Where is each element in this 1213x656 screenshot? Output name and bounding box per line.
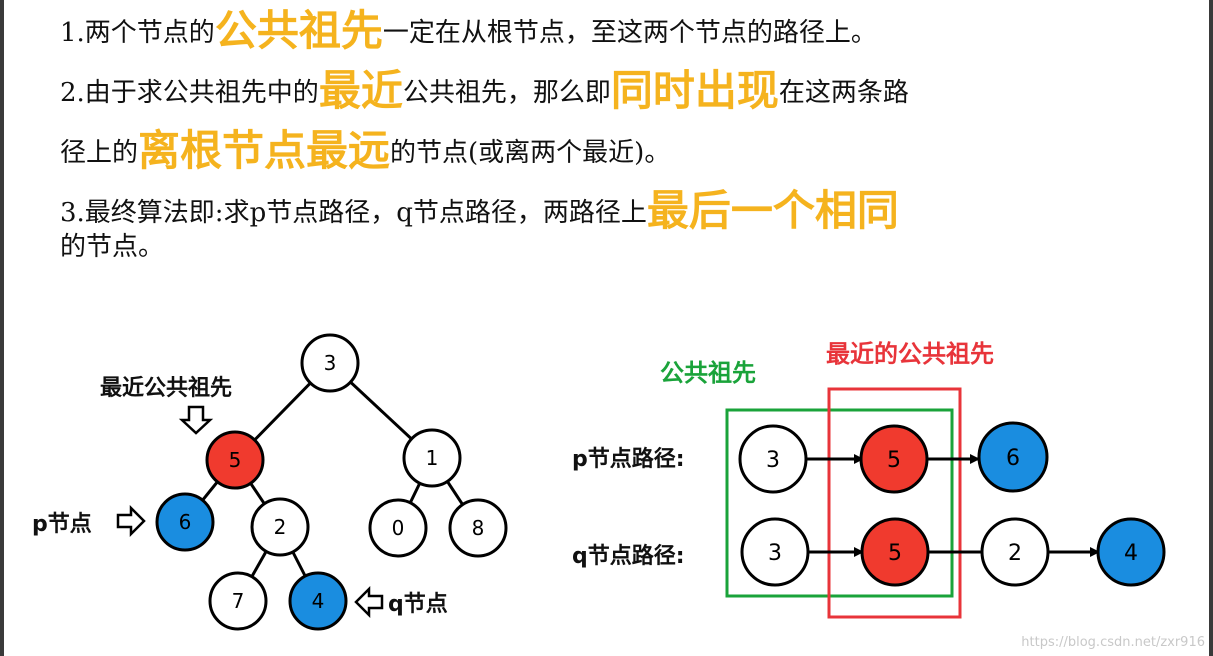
tree-node-8: 8 <box>448 498 508 558</box>
arrow-down-icon <box>178 405 214 435</box>
arrow-left-icon <box>354 585 384 619</box>
point-2-text-c: 在这两条路 <box>778 78 909 108</box>
q-path-node-3: 3 <box>740 517 810 587</box>
q-path-node-2: 2 <box>980 517 1050 587</box>
q-node-label: q节点 <box>388 591 448 617</box>
q-path-node-5: 5 <box>860 517 930 587</box>
point-3-cont: 的节点。 <box>60 228 1190 266</box>
point-3-text-a: 3.最终算法即:求p节点路径，q节点路径，两路径上 <box>60 198 647 228</box>
nearest-ancestor-box <box>827 387 962 619</box>
point-2: 2.由于求公共祖先中的最近公共祖先，那么即同时出现在这两条路 <box>60 62 1190 122</box>
q-path-label: q节点路径: <box>572 543 685 569</box>
tree-node-label: 7 <box>232 589 245 613</box>
tree-node-1: 1 <box>402 428 462 488</box>
point-2-text-a: 2.由于求公共祖先中的 <box>60 78 319 108</box>
point-1-highlight: 公共祖先 <box>214 6 383 55</box>
path-node-label: 4 <box>1124 541 1138 566</box>
p-node-label: p节点 <box>32 511 92 537</box>
tree-node-label: 3 <box>324 351 337 375</box>
point-2-text-b: 公共祖先，那么即 <box>402 78 611 108</box>
tree-node-label: 6 <box>179 510 192 534</box>
explanation-text: 1.两个节点的公共祖先一定在从根节点，至这两个节点的路径上。 2.由于求公共祖先… <box>60 0 1190 266</box>
tree-node-label: 8 <box>472 516 485 540</box>
common-ancestor-label: 公共祖先 <box>660 359 756 387</box>
tree-node-3: 3 <box>300 333 360 393</box>
path-node-label: 6 <box>1006 446 1020 471</box>
q-path-node-4: 4 <box>1096 517 1166 587</box>
path-node-label: 3 <box>768 541 782 566</box>
tree-node-label: 0 <box>392 516 405 540</box>
tree-node-label: 1 <box>426 446 439 470</box>
point-3b-text: 的节点。 <box>60 232 165 262</box>
frame-right <box>1209 0 1213 656</box>
path-node-label: 5 <box>888 541 902 566</box>
point-2b-text-b: 的节点(或离两个最近)。 <box>390 138 671 168</box>
p-path-node-6: 6 <box>977 421 1049 493</box>
tree-node-4: 4 <box>288 571 348 631</box>
p-path-label: p节点路径: <box>572 446 685 472</box>
point-1: 1.两个节点的公共祖先一定在从根节点，至这两个节点的路径上。 <box>60 2 1190 62</box>
tree-node-2: 2 <box>250 497 310 557</box>
tree-node-6: 6 <box>155 492 215 552</box>
arrow-right-icon <box>116 504 146 538</box>
point-3-highlight: 最后一个相同 <box>646 186 899 235</box>
p-path-node-3: 3 <box>738 424 808 494</box>
point-2b-highlight: 离根节点最远 <box>138 126 391 175</box>
path-node-label: 3 <box>766 448 780 473</box>
point-2-highlight-1: 最近 <box>318 66 403 115</box>
point-3: 3.最终算法即:求p节点路径，q节点路径，两路径上最后一个相同 <box>60 182 1190 242</box>
tree-node-7: 7 <box>208 571 268 631</box>
lca-label: 最近公共祖先 <box>100 375 232 401</box>
point-1-text-b: 一定在从根节点，至这两个节点的路径上。 <box>382 18 877 48</box>
point-2-cont: 径上的离根节点最远的节点(或离两个最近)。 <box>60 122 1190 182</box>
p-path-node-5: 5 <box>859 424 929 494</box>
point-2-highlight-2: 同时出现 <box>610 66 779 115</box>
nearest-common-ancestor-label: 最近的公共祖先 <box>826 340 994 368</box>
tree-node-label: 2 <box>274 515 287 539</box>
frame-left <box>0 0 4 656</box>
point-1-text-a: 1.两个节点的 <box>60 18 215 48</box>
watermark: https://blog.csdn.net/zxr916 <box>1021 635 1205 650</box>
path-node-label: 5 <box>887 448 901 473</box>
tree-node-label: 4 <box>312 589 325 613</box>
tree-node-5: 5 <box>205 430 265 490</box>
path-node-label: 2 <box>1008 541 1022 566</box>
tree-node-label: 5 <box>229 448 242 472</box>
point-2b-text-a: 径上的 <box>60 138 139 168</box>
common-ancestor-box <box>725 408 954 598</box>
tree-node-0: 0 <box>368 498 428 558</box>
